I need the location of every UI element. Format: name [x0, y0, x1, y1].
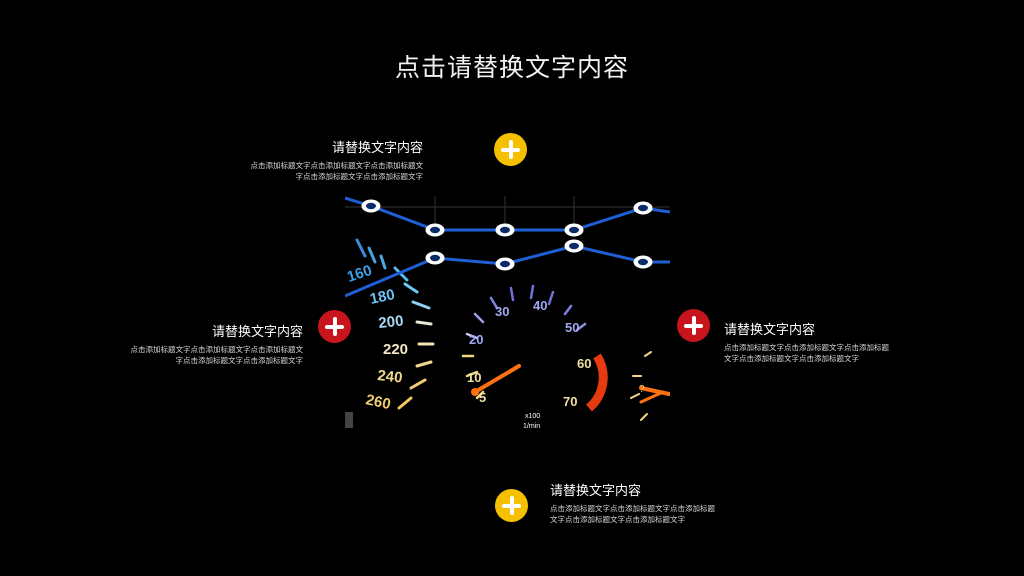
speed-tick-220: 220	[383, 341, 408, 358]
right-text-block: 请替换文字内容 点击添加标题文字点击添加标题文字点击添加标题 文字点击添加标题文…	[724, 319, 924, 364]
speed-tick-160: 160	[345, 262, 374, 286]
page-title: 点击请替换文字内容	[394, 53, 629, 82]
top-desc-line1: 点击添加标题文字点击添加标题文字点击添加标题文	[250, 161, 424, 170]
bottom-desc-line1: 点击添加标题文字点击添加标题文字点击添加标题	[550, 504, 715, 513]
top-desc-line2: 字点击添加标题文字点击添加标题文字	[295, 172, 424, 181]
rpm-tick-50: 50	[565, 320, 579, 335]
rpm-tick-60: 60	[577, 356, 591, 371]
speed-tick-260: 260	[364, 391, 392, 413]
small-gauge-tick: ?	[639, 384, 645, 395]
right-heading: 请替换文字内容	[724, 323, 816, 338]
speed-tick-180: 180	[368, 286, 396, 308]
left-text-block: 请替换文字内容 点击添加标题文字点击添加标题文字点击添加标题文 字点击添加标题文…	[103, 321, 304, 366]
rpm-tick-40: 40	[533, 298, 547, 313]
speed-tick-200: 200	[378, 312, 405, 332]
bottom-text-block: 请替换文字内容 点击添加标题文字点击添加标题文字点击添加标题 文字点击添加标题文…	[550, 480, 750, 525]
left-desc-line2: 字点击添加标题文字点击添加标题文字	[175, 356, 304, 365]
speed-tick-240: 240	[377, 367, 404, 387]
plus-circle-icon[interactable]	[677, 309, 710, 342]
top-heading: 请替换文字内容	[331, 141, 423, 156]
rpm-tick-30: 30	[495, 304, 509, 319]
plus-circle-icon[interactable]	[494, 133, 527, 166]
bottom-desc-line2: 文字点击添加标题文字点击添加标题文字	[550, 515, 685, 524]
rpm-tick-10: 10	[467, 370, 481, 385]
left-desc-line1: 点击添加标题文字点击添加标题文字点击添加标题文	[130, 345, 304, 354]
rpm-tick-70: 70	[563, 394, 577, 409]
rpm-tick-20: 20	[469, 332, 483, 347]
right-desc-line1: 点击添加标题文字点击添加标题文字点击添加标题	[724, 343, 889, 352]
rpm-unit-line2: 1/min	[523, 423, 540, 430]
plus-circle-icon[interactable]	[495, 489, 528, 522]
right-desc-line2: 文字点击添加标题文字点击添加标题文字	[724, 354, 859, 363]
plus-circle-icon[interactable]	[318, 310, 351, 343]
rpm-tick-5: 5	[479, 390, 486, 405]
rpm-unit-line1: x100	[525, 413, 540, 420]
dashboard-photo: 160 180 200 220 240 260 5 10	[345, 196, 670, 432]
top-text-block: 请替换文字内容 点击添加标题文字点击添加标题文字点击添加标题文 字点击添加标题文…	[223, 137, 424, 182]
bottom-heading: 请替换文字内容	[550, 484, 642, 499]
left-heading: 请替换文字内容	[211, 325, 303, 340]
